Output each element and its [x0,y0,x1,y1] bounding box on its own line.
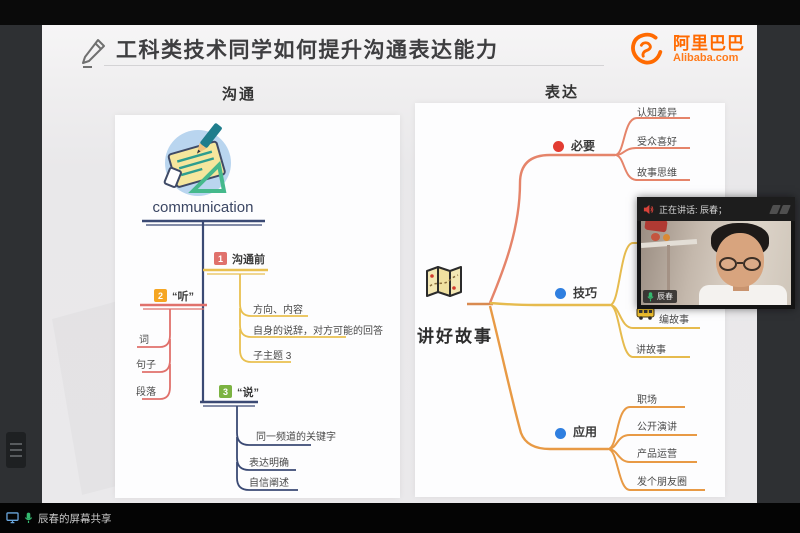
bus-icon [636,307,655,320]
branch1-badge: 1 [214,252,227,265]
shelf-item [651,233,660,241]
blue-dot-icon [555,428,566,439]
branch1-label: 沟通前 [232,254,265,266]
topic-label: 技巧 [573,286,598,300]
shelf-item [663,234,670,241]
shelf-pole [667,245,670,291]
branch1-child: 认知差异 [637,108,677,119]
screen-share-label: 辰春的屏幕共享 [38,512,112,525]
branch2-child: 词 [139,335,149,346]
meeting-app-logo-icon [769,204,791,214]
right-root-label: 讲好故事 [417,327,493,346]
communication-illustration-icon [163,123,231,196]
branch2-child: 讲故事 [636,345,666,356]
topic-label: 应用 [573,425,598,439]
mic-green-icon [24,512,33,523]
alibaba-mark-icon [631,32,663,65]
branch1-child: 子主题 3 [253,351,292,362]
branch1-child: 方向、内容 [253,305,303,316]
logo-cn-text: 阿里巴巴 [673,34,745,54]
branch2-child: 段落 [136,387,156,398]
red-dot-icon [553,141,564,152]
participant-name: 辰春 [657,292,673,301]
blue-dot-icon [555,288,566,299]
branch2-child: 句子 [136,360,156,371]
alibaba-logo: 阿里巴巴 Alibaba.com [629,31,745,69]
person-shirt [699,285,787,305]
screen-share-bar: 辰春的屏幕共享 [0,503,800,533]
webcam-tile[interactable]: 正在讲话: 辰春； 辰春 [637,197,795,309]
branch1-child: 受众喜好 [637,137,677,148]
branch3-child: 自信阐述 [249,478,289,489]
topic-label: 必要 [571,139,596,153]
branch3-child: 表达明确 [249,458,289,469]
branch2-label: “听” [172,291,194,303]
speaker-icon [643,204,654,214]
branch3-child: 公开演讲 [637,422,677,433]
branch2-child: 编故事 [659,315,689,326]
speaking-banner: 正在讲话: 辰春； [637,197,795,221]
branch1-child: 故事思维 [637,168,677,179]
left-mindmap-card: communication 1 沟通前 方向、内容 自身的说辞，对方可能的回答 … [115,115,400,498]
person-glasses [719,257,761,273]
left-map-header: 沟通 [222,86,257,103]
branch2-badge: 2 [154,289,167,302]
top-letterbox [0,0,800,25]
branch3-child: 同一频道的关键字 [256,432,336,443]
title-underline [104,65,604,66]
background-object [644,221,668,233]
right-map-header: 表达 [545,84,580,101]
branch3-child: 产品运营 [637,449,677,460]
right-mindmap-connectors [467,117,705,491]
monitor-icon [6,512,19,524]
map-icon [426,266,462,297]
branch3-label: “说” [237,387,259,399]
branch3-child: 发个朋友圈 [637,477,687,488]
branch1-child: 自身的说辞，对方可能的回答 [253,326,383,337]
collapsed-toolbar[interactable] [6,432,26,468]
webcam-video: 辰春 [641,221,791,305]
branch3-child: 职场 [637,395,657,406]
pencil-icon [82,39,105,68]
slide-title-row: 工科类技术同学如何提升沟通表达能力 阿里巴巴 Alibaba.com [42,25,757,77]
left-root-label: communication [152,199,254,216]
logo-en-text: Alibaba.com [673,52,739,65]
mic-on-icon [647,291,654,301]
page-title: 工科类技术同学如何提升沟通表达能力 [116,39,499,62]
speaking-text: 正在讲话: 辰春； [659,204,728,215]
left-mindmap-connectors [137,219,346,491]
branch3-badge: 3 [219,385,232,398]
participant-name-badge: 辰春 [643,290,677,303]
